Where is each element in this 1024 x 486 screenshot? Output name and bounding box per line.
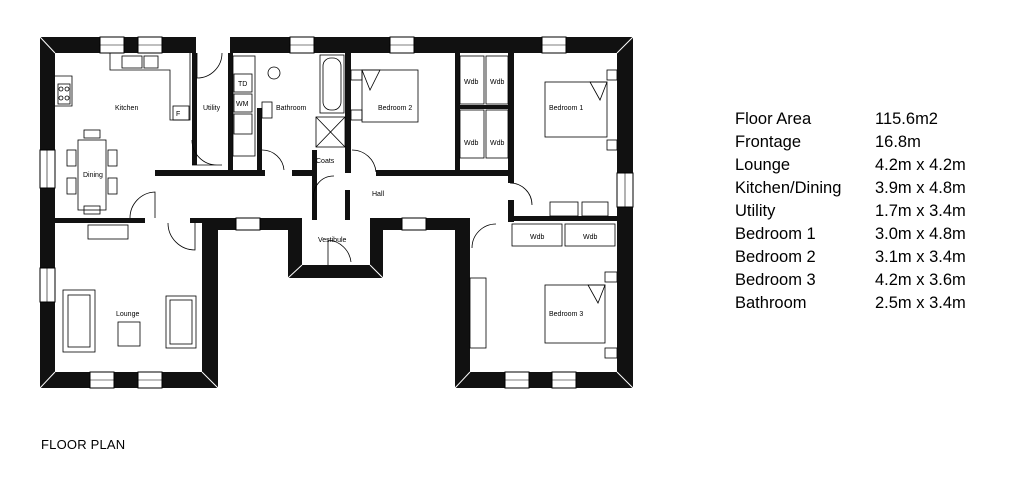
spec-label: Kitchen/Dining: [735, 179, 842, 197]
windows: [39, 36, 634, 389]
tumble-dryer-label: TD: [238, 81, 247, 88]
room-label-lounge: Lounge: [116, 311, 139, 318]
wardrobe-label: Wdb: [583, 234, 598, 241]
door-swings: [129, 52, 533, 265]
spec-label: Floor Area: [735, 110, 812, 128]
wardrobe-label: Wdb: [464, 79, 479, 86]
spec-value: 16.8m: [875, 133, 921, 151]
spec-row: Bedroom 2 3.1m x 3.4m: [735, 246, 966, 269]
front-door-gap: [196, 37, 230, 53]
spec-row: Frontage 16.8m: [735, 131, 966, 154]
wardrobe-label: Wdb: [464, 140, 479, 147]
room-label-coats: Coats: [316, 158, 335, 165]
floor-plan-drawing: Kitchen F Dining TD WM Utility Bathroom …: [39, 36, 634, 389]
room-label-dining: Dining: [83, 172, 103, 179]
spec-value: 4.2m x 4.2m: [875, 156, 966, 174]
bedroom-2-bed: [350, 69, 419, 123]
room-label-bedroom-2: Bedroom 2: [378, 105, 412, 112]
washing-machine-label: WM: [236, 101, 249, 108]
spec-label: Bedroom 2: [735, 248, 816, 266]
spec-label: Bedroom 1: [735, 225, 816, 243]
room-label-utility: Utility: [203, 105, 221, 112]
bedroom-3-bed: [469, 271, 618, 359]
room-dimensions-table: Floor Area 115.6m2 Frontage 16.8m Lounge 4.…: [735, 108, 966, 315]
spec-value: 4.2m x 3.6m: [875, 271, 966, 289]
room-label-kitchen: Kitchen: [115, 105, 138, 112]
spec-row: Utility 1.7m x 3.4m: [735, 200, 966, 223]
utility-fittings: [232, 55, 256, 157]
spec-label: Utility: [735, 202, 776, 220]
spec-row: Floor Area 115.6m2: [735, 108, 966, 131]
bathroom-fittings: [261, 54, 346, 148]
spec-row: Lounge 4.2m x 4.2m: [735, 154, 966, 177]
fridge-label: F: [176, 111, 180, 118]
spec-label: Bedroom 3: [735, 271, 816, 289]
spec-label: Frontage: [735, 133, 802, 151]
spec-value: 3.9m x 4.8m: [875, 179, 966, 197]
interior-walls: [55, 53, 617, 223]
spec-row: Kitchen/Dining 3.9m x 4.8m: [735, 177, 966, 200]
room-label-bedroom-3: Bedroom 3: [549, 311, 583, 318]
dining-table: [66, 129, 118, 215]
spec-value: 2.5m x 3.4m: [875, 294, 966, 312]
room-label-vestibule: Vestibule: [318, 237, 347, 244]
spec-value: 115.6m2: [875, 110, 938, 128]
spec-label: Lounge: [735, 156, 791, 174]
spec-value: 1.7m x 3.4m: [875, 202, 966, 220]
spec-row: Bedroom 3 4.2m x 3.6m: [735, 269, 966, 292]
lounge-furniture: [62, 224, 197, 353]
spec-value: 3.0m x 4.8m: [875, 225, 966, 243]
room-label-bedroom-1: Bedroom 1: [549, 105, 583, 112]
room-label-hall: Hall: [372, 191, 385, 198]
wardrobes: [459, 55, 616, 247]
wardrobe-label: Wdb: [490, 79, 505, 86]
spec-label: Bathroom: [735, 294, 807, 312]
corner-quoins: [39, 36, 634, 389]
spec-value: 3.1m x 3.4m: [875, 248, 966, 266]
spec-row: Bathroom 2.5m x 3.4m: [735, 292, 966, 315]
exterior-walls: [40, 37, 633, 388]
floor-plan-caption: FLOOR PLAN: [41, 437, 126, 452]
wardrobe-label: Wdb: [530, 234, 545, 241]
wardrobe-label: Wdb: [490, 140, 505, 147]
kitchen-units: [55, 53, 191, 121]
bedroom-1-bed: [544, 69, 618, 217]
spec-row: Bedroom 1 3.0m x 4.8m: [735, 223, 966, 246]
room-label-bathroom: Bathroom: [276, 105, 307, 112]
